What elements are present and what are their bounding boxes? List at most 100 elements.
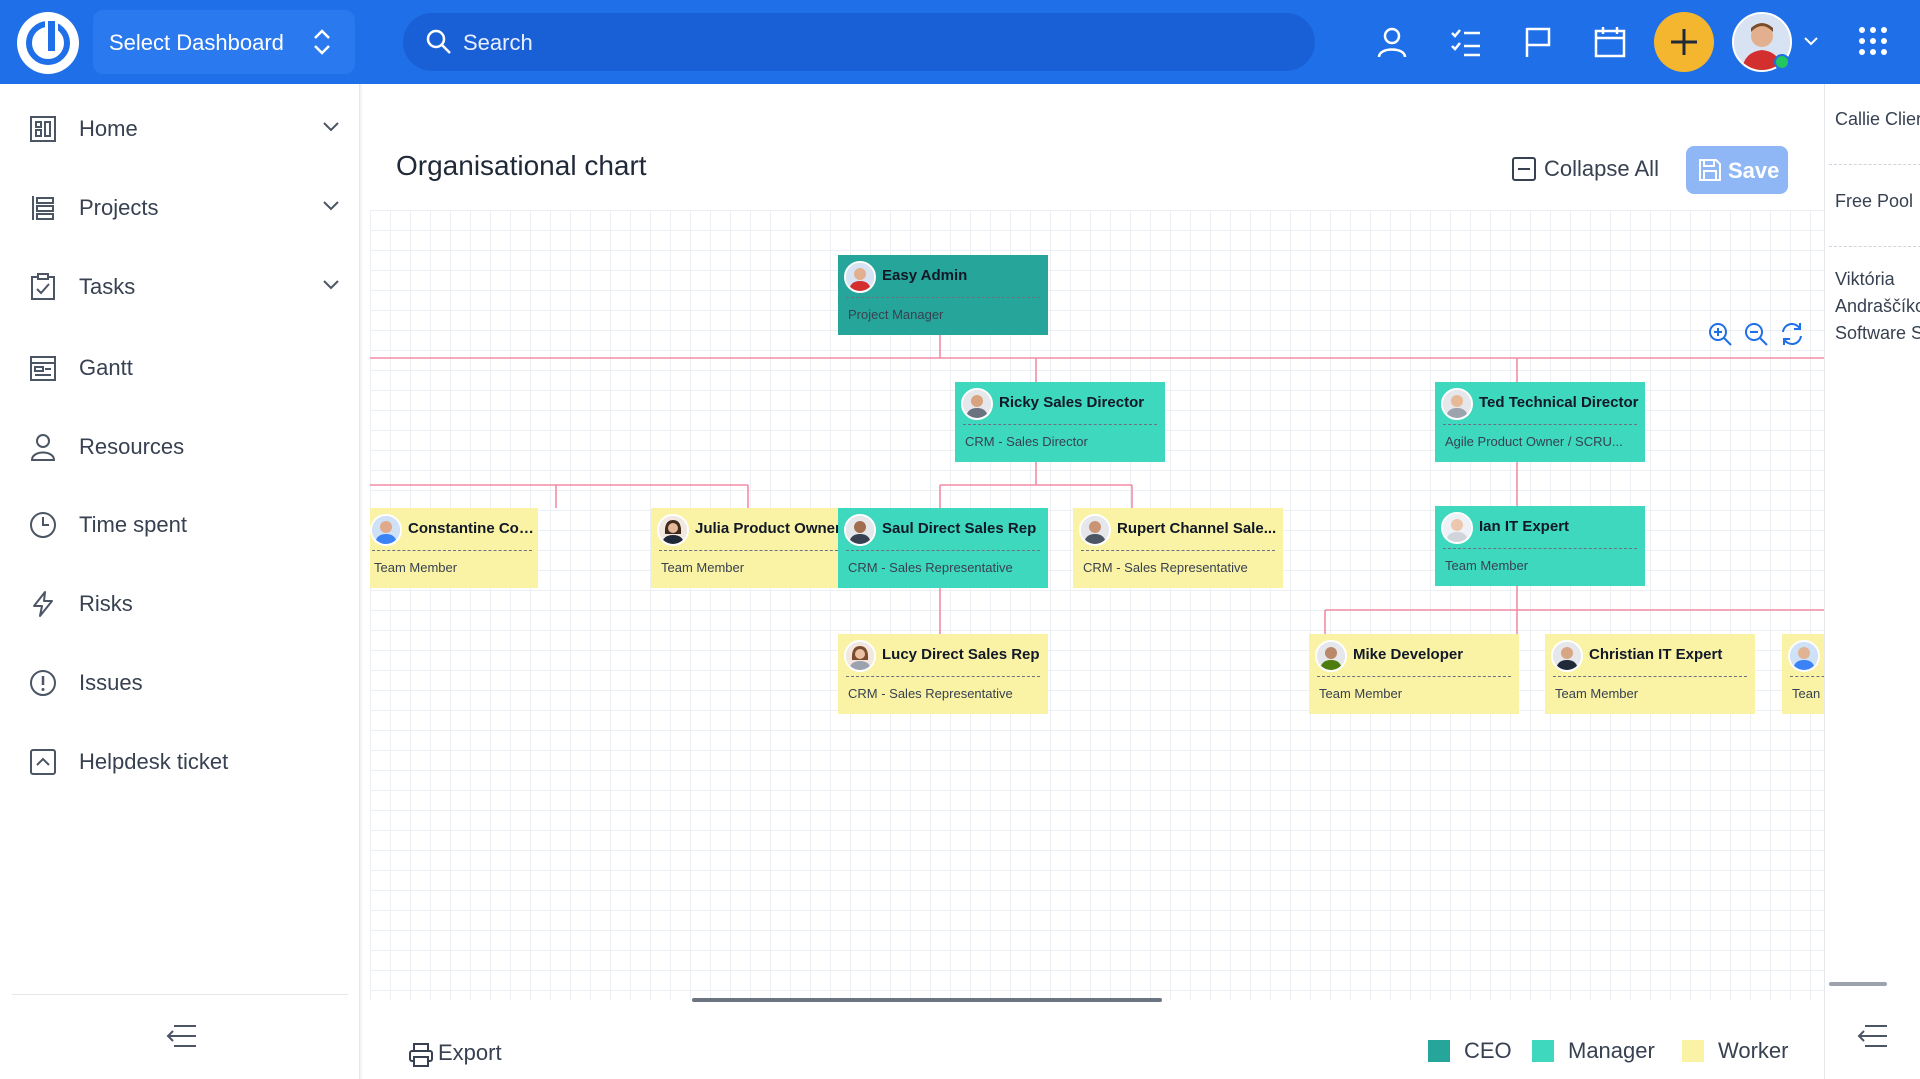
node-role: CRM - Sales Director: [965, 434, 1157, 449]
right-panel-item: Software S: [1835, 320, 1920, 347]
checklist-icon[interactable]: [1448, 24, 1484, 60]
node-role: CRM - Sales Representative: [1083, 560, 1275, 575]
node-role: Tean: [1792, 686, 1824, 701]
node-divider: [1317, 676, 1511, 677]
printer-icon: [408, 1042, 434, 1068]
legend-label: Worker: [1718, 1038, 1789, 1064]
node-role: Agile Product Owner / SCRU...: [1445, 434, 1637, 449]
clock-icon: [28, 510, 58, 540]
logo-bar: [45, 18, 58, 54]
avatar: [961, 388, 993, 420]
org-node-lucy-direct-sales-rep[interactable]: Lucy Direct Sales Rep CRM - Sales Repres…: [838, 634, 1048, 714]
export-label: Export: [438, 1040, 502, 1066]
right-panel-divider: [1829, 164, 1920, 165]
zoom-in-icon[interactable]: [1706, 320, 1734, 348]
chevron-down-icon[interactable]: [322, 120, 340, 132]
node-role: Team Member: [1319, 686, 1511, 701]
node-name: Christian IT Expert: [1589, 646, 1751, 663]
node-divider: [1443, 424, 1637, 425]
legend-label: CEO: [1464, 1038, 1512, 1064]
calendar-icon[interactable]: [1592, 24, 1628, 60]
ticket-icon: [28, 747, 58, 777]
collapse-sidebar-icon[interactable]: [164, 1022, 198, 1050]
sidebar-item-helpdesk-ticket[interactable]: Helpdesk ticket: [0, 731, 360, 791]
node-divider: [372, 550, 532, 551]
search-icon: [425, 28, 453, 56]
zoom-out-icon[interactable]: [1742, 320, 1770, 348]
org-node-julia-product-owner[interactable]: Julia Product Owner Team Member: [651, 508, 861, 588]
org-node-constantine-consultant[interactable]: Constantine Consult... Team Member: [370, 508, 538, 588]
right-panel-scrollbar[interactable]: [1829, 982, 1887, 986]
org-node-mike-developer[interactable]: Mike Developer Team Member: [1309, 634, 1519, 714]
home-dashboard-icon: [28, 114, 58, 144]
org-node-easy-admin[interactable]: Easy Admin Project Manager: [838, 255, 1048, 335]
sidebar-item-time-spent[interactable]: Time spent: [0, 494, 360, 554]
node-name: Lucy Direct Sales Rep: [882, 646, 1044, 663]
avatar: [370, 514, 402, 546]
avatar: [844, 261, 876, 293]
flag-icon[interactable]: [1520, 24, 1556, 60]
node-name: Saul Direct Sales Rep: [882, 520, 1044, 537]
app-logo[interactable]: [17, 12, 79, 74]
legend-swatch: [1428, 1040, 1450, 1062]
search-bar[interactable]: Search: [403, 13, 1315, 71]
collapse-all-label: Collapse All: [1544, 156, 1659, 182]
node-role: Team Member: [661, 560, 853, 575]
sidebar-item-risks[interactable]: Risks: [0, 573, 360, 633]
save-disk-icon: [1698, 158, 1722, 182]
save-button[interactable]: Save: [1686, 146, 1788, 194]
org-node-christian-it-expert[interactable]: Christian IT Expert Team Member: [1545, 634, 1755, 714]
sidebar-item-resources[interactable]: Resources: [0, 416, 360, 476]
user-icon[interactable]: [1374, 24, 1410, 60]
node-name: Mike Developer: [1353, 646, 1515, 663]
org-node-partial[interactable]: Tean: [1782, 634, 1824, 714]
org-connector-lines: [370, 210, 1824, 1000]
right-panel-item[interactable]: Free Pool: [1835, 188, 1913, 215]
sidebar-item-issues[interactable]: Issues: [0, 652, 360, 712]
sidebar: Home Projects Tasks Gantt: [0, 84, 360, 1079]
sidebar-item-projects[interactable]: Projects: [0, 177, 360, 237]
node-role: CRM - Sales Representative: [848, 686, 1040, 701]
node-name: Rupert Channel Sale...: [1117, 520, 1279, 537]
alert-icon: [28, 668, 58, 698]
chevron-down-icon[interactable]: [322, 278, 340, 290]
org-node-ted-technical-director[interactable]: Ted Technical Director Agile Product Own…: [1435, 382, 1645, 462]
main-content: Organisational chart Collapse All Save: [362, 84, 1824, 1079]
sidebar-item-gantt[interactable]: Gantt: [0, 337, 360, 397]
dashboard-select[interactable]: Select Dashboard: [93, 10, 355, 74]
chevron-down-icon[interactable]: [322, 199, 340, 211]
sidebar-item-tasks[interactable]: Tasks: [0, 256, 360, 316]
gantt-icon: [28, 353, 58, 383]
avatar: [844, 640, 876, 672]
org-node-ricky-sales-director[interactable]: Ricky Sales Director CRM - Sales Directo…: [955, 382, 1165, 462]
node-name: Easy Admin: [882, 267, 1044, 284]
save-label: Save: [1728, 158, 1779, 184]
avatar: [1788, 640, 1820, 672]
org-chart-canvas[interactable]: Easy Admin Project Manager Ricky Sales D…: [370, 210, 1824, 1000]
legend-swatch: [1532, 1040, 1554, 1062]
org-node-saul-direct-sales-rep[interactable]: Saul Direct Sales Rep CRM - Sales Repres…: [838, 508, 1048, 588]
node-divider: [846, 676, 1040, 677]
right-panel-item[interactable]: Callie Clier: [1835, 106, 1920, 133]
sidebar-item-home[interactable]: Home: [0, 98, 360, 158]
sidebar-item-label: Tasks: [79, 274, 135, 300]
apps-grid-icon[interactable]: [1858, 26, 1888, 56]
node-divider: [659, 550, 853, 551]
create-plus-button[interactable]: [1654, 12, 1714, 72]
online-status-dot: [1774, 54, 1790, 70]
horizontal-scrollbar[interactable]: [692, 998, 1162, 1002]
node-name: Ian IT Expert: [1479, 518, 1641, 535]
search-input[interactable]: Search: [463, 30, 533, 56]
projects-icon: [28, 193, 58, 223]
collapse-panel-icon[interactable]: [1855, 1022, 1889, 1050]
avatar: [1315, 640, 1347, 672]
right-panel-item[interactable]: Viktória: [1835, 266, 1895, 293]
node-name: Constantine Consult...: [408, 520, 534, 537]
org-node-ian-it-expert[interactable]: Ian IT Expert Team Member: [1435, 506, 1645, 586]
sidebar-item-label: Risks: [79, 591, 133, 617]
node-name: Julia Product Owner: [695, 520, 857, 537]
chevron-down-icon[interactable]: [1803, 34, 1819, 48]
node-divider: [963, 424, 1157, 425]
org-node-rupert-channel-sales[interactable]: Rupert Channel Sale... CRM - Sales Repre…: [1073, 508, 1283, 588]
refresh-icon[interactable]: [1778, 320, 1806, 348]
